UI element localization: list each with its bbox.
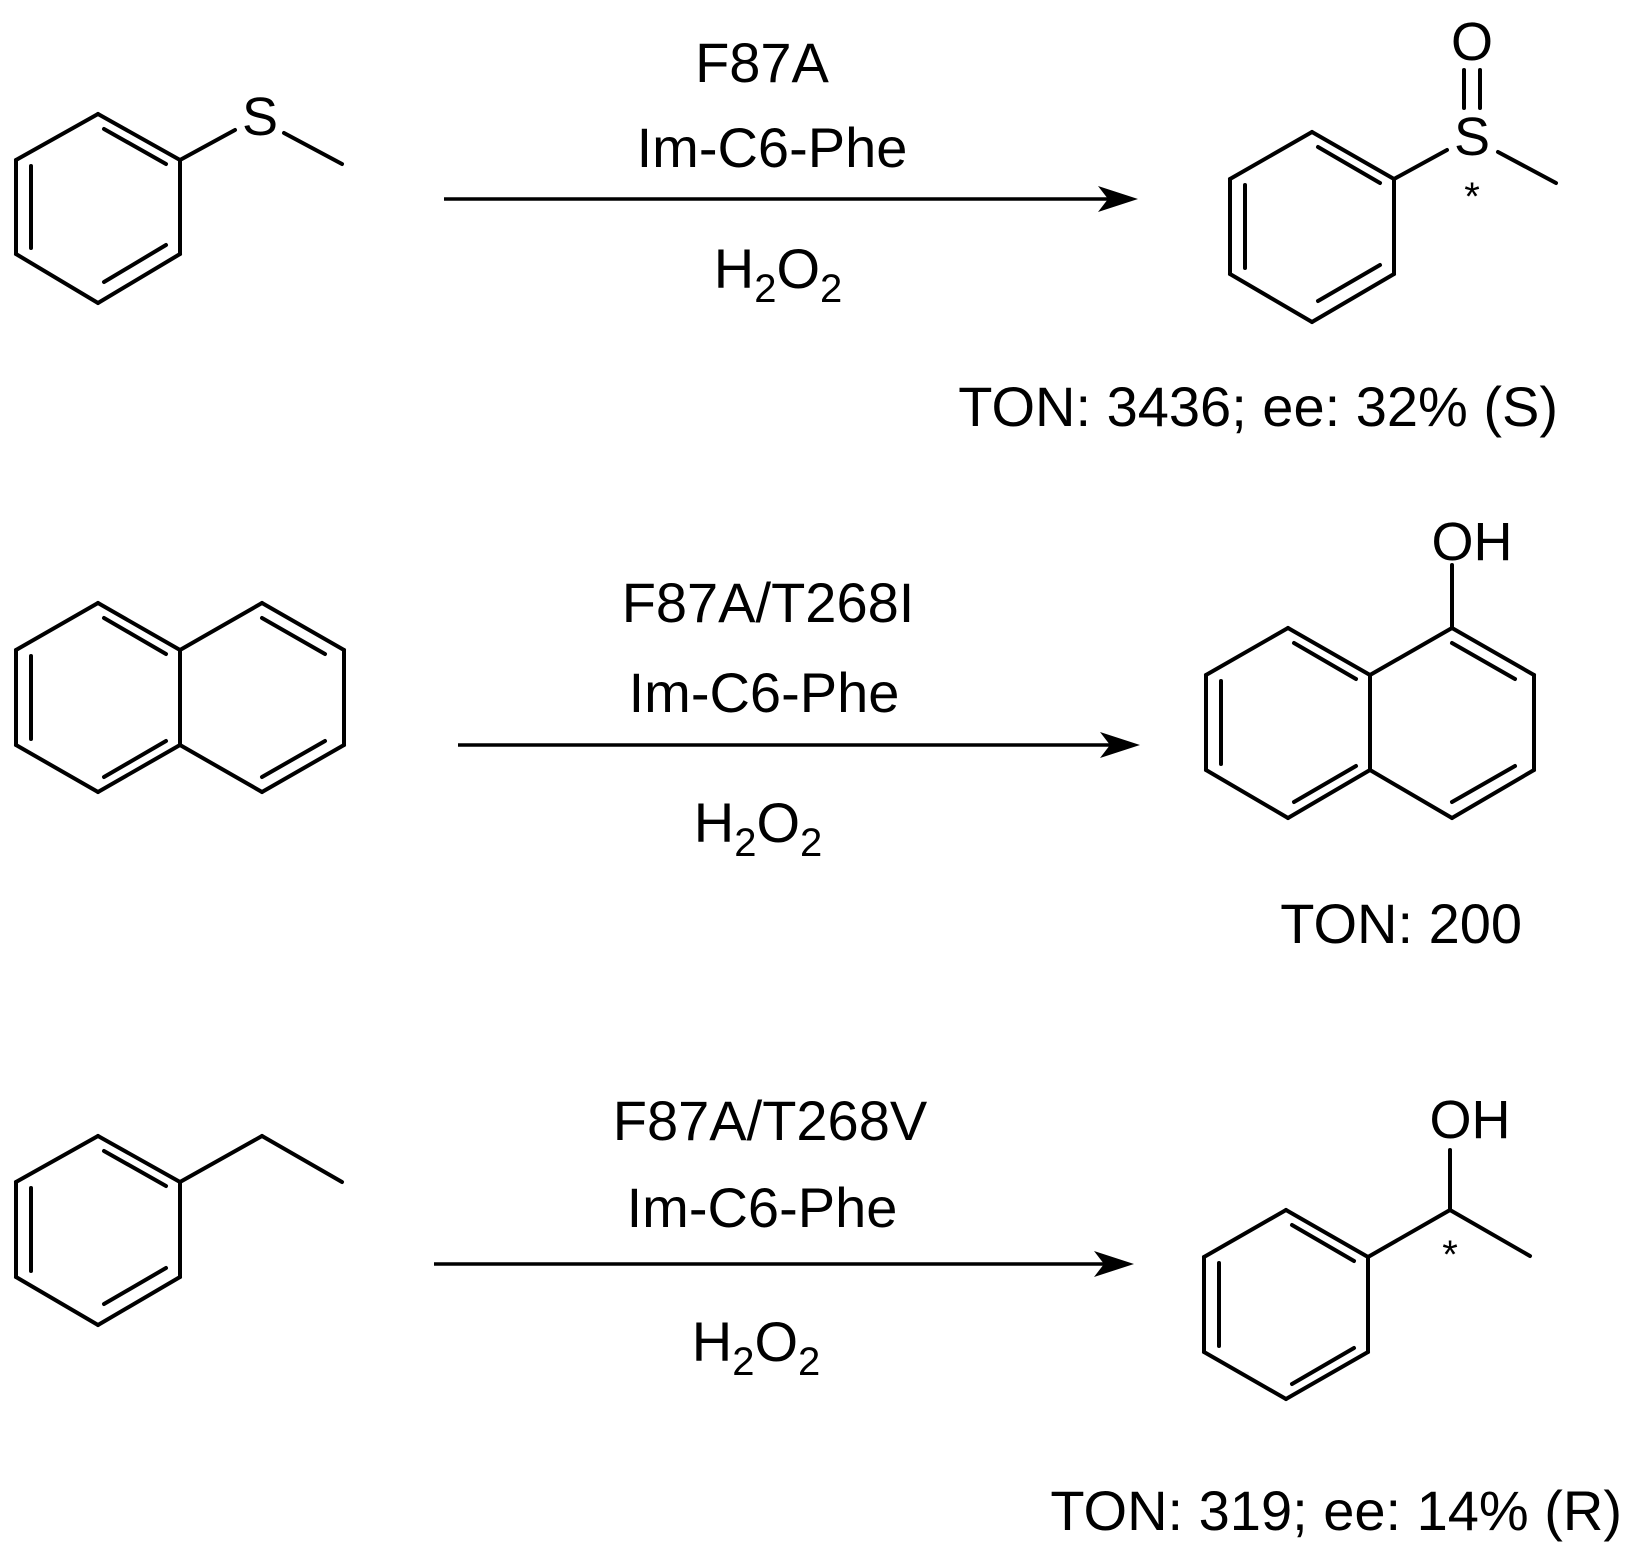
hydroxyl-group: OH (1430, 1090, 1511, 1150)
cofactor-label: Im-C6-Phe (629, 661, 900, 724)
enzyme-label: F87A (695, 31, 829, 94)
oxidant-label: H2O2 (692, 1310, 821, 1384)
enzyme-label: F87A/T268I (622, 571, 915, 634)
reaction-1: S F87A Im-C6-Phe H2O2 S (14, 12, 1558, 438)
stereocenter-asterisk: * (1442, 1233, 1458, 1277)
product-2-naphthol: OH (1204, 512, 1536, 820)
cofactor-label: Im-C6-Phe (627, 1176, 898, 1239)
result-2: TON: 200 (1280, 892, 1522, 955)
sulfur-atom: S (242, 87, 278, 147)
bond-ring-s (178, 128, 237, 162)
bond-ch2-ch3 (260, 1134, 344, 1184)
bond-ring-ch2 (178, 1134, 264, 1184)
bond-s-methyl (1496, 150, 1558, 185)
bond-c-ch3 (1448, 1208, 1532, 1258)
product-1-sulfoxide: S O * (1228, 12, 1558, 324)
hydroxyl-group: OH (1432, 512, 1513, 572)
oxidant-label: H2O2 (694, 791, 823, 865)
substrate-3-ethylbenzene (14, 1134, 344, 1327)
result-1: TON: 3436; ee: 32% (S) (958, 375, 1558, 438)
cofactor-label: Im-C6-Phe (637, 116, 908, 179)
substrate-2-naphthalene (14, 601, 346, 794)
oxidant-label: H2O2 (714, 237, 843, 311)
reaction-3: F87A/T268V Im-C6-Phe H2O2 OH * TON: 319;… (14, 1089, 1622, 1542)
benzene-ring (14, 112, 182, 305)
enzyme-label: F87A/T268V (613, 1089, 928, 1152)
reaction-arrow-1 (444, 186, 1138, 212)
result-3: TON: 319; ee: 14% (R) (1050, 1479, 1622, 1542)
oxygen-atom: O (1451, 12, 1493, 72)
substrate-1-thioanisole: S (14, 87, 344, 305)
benzene-ring (1228, 130, 1396, 324)
reaction-arrow-3 (434, 1251, 1134, 1277)
bond-ring-s (1392, 148, 1449, 181)
product-3-phenylethanol: OH * (1202, 1090, 1532, 1401)
reaction-2: F87A/T268I Im-C6-Phe H2O2 OH TON: 200 (14, 512, 1536, 955)
stereocenter-asterisk: * (1464, 175, 1480, 219)
reaction-arrow-2 (458, 732, 1140, 758)
bond-ring-choh (1366, 1208, 1452, 1259)
bond-s-methyl (282, 131, 344, 166)
sulfur-atom: S (1454, 107, 1490, 167)
